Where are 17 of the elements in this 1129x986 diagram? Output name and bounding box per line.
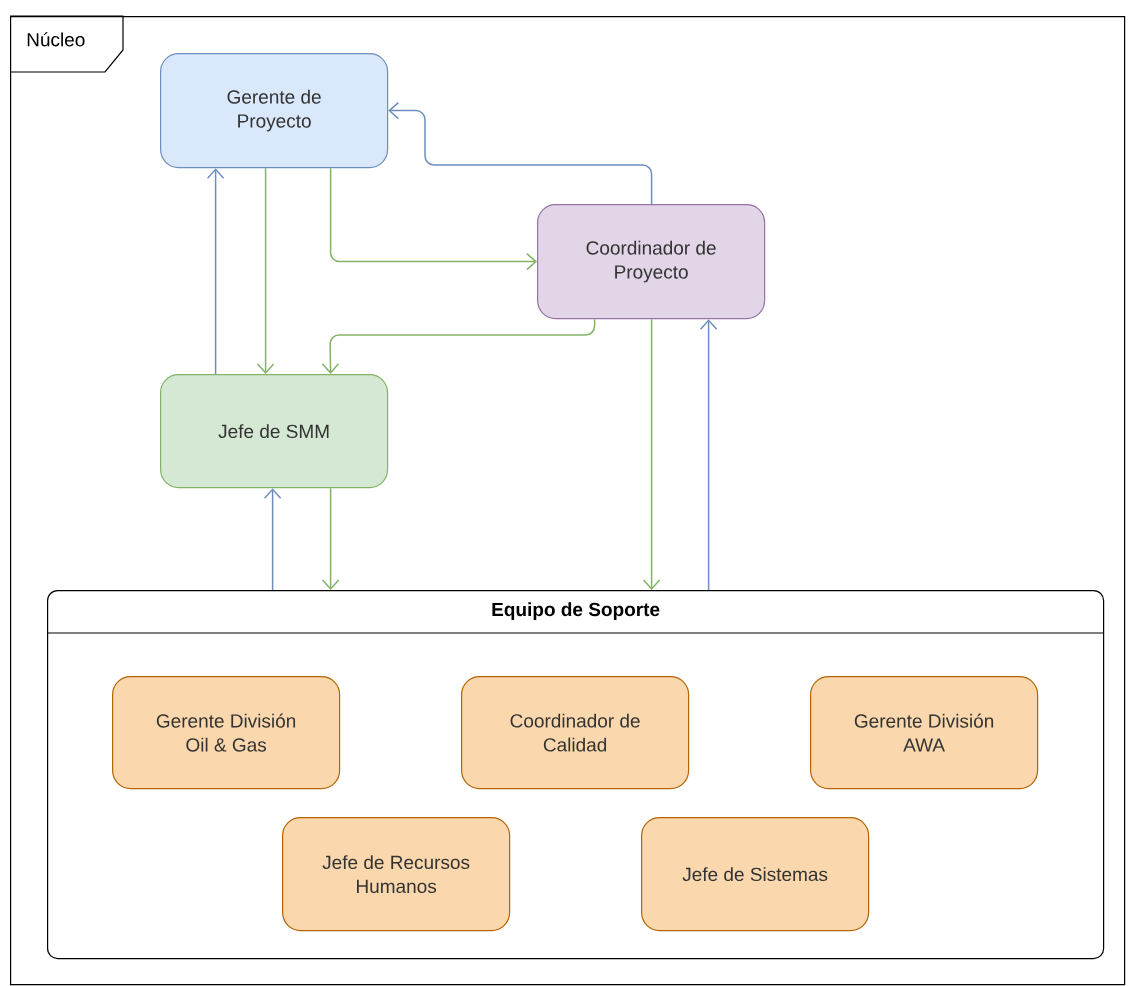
role-box: Coordinador de Proyecto [537, 204, 766, 320]
arrow [388, 101, 653, 205]
role-box: Gerente División Oil & Gas [112, 676, 341, 790]
arrow [206, 168, 225, 375]
role-box: Jefe de Recursos Humanos [282, 817, 511, 932]
arrow [329, 167, 537, 271]
arrow [642, 318, 661, 590]
role-box: Gerente División AWA [810, 676, 1039, 790]
arrow [699, 319, 718, 591]
arrow [321, 487, 340, 590]
role-box: Gerente de Proyecto [160, 53, 389, 169]
arrow [263, 488, 282, 591]
arrow [321, 318, 596, 374]
role-box: Coordinador de Calidad [461, 676, 690, 790]
arrow [256, 167, 275, 374]
role-box: Jefe de SMM [160, 374, 389, 489]
role-box: Jefe de Sistemas [641, 817, 870, 932]
